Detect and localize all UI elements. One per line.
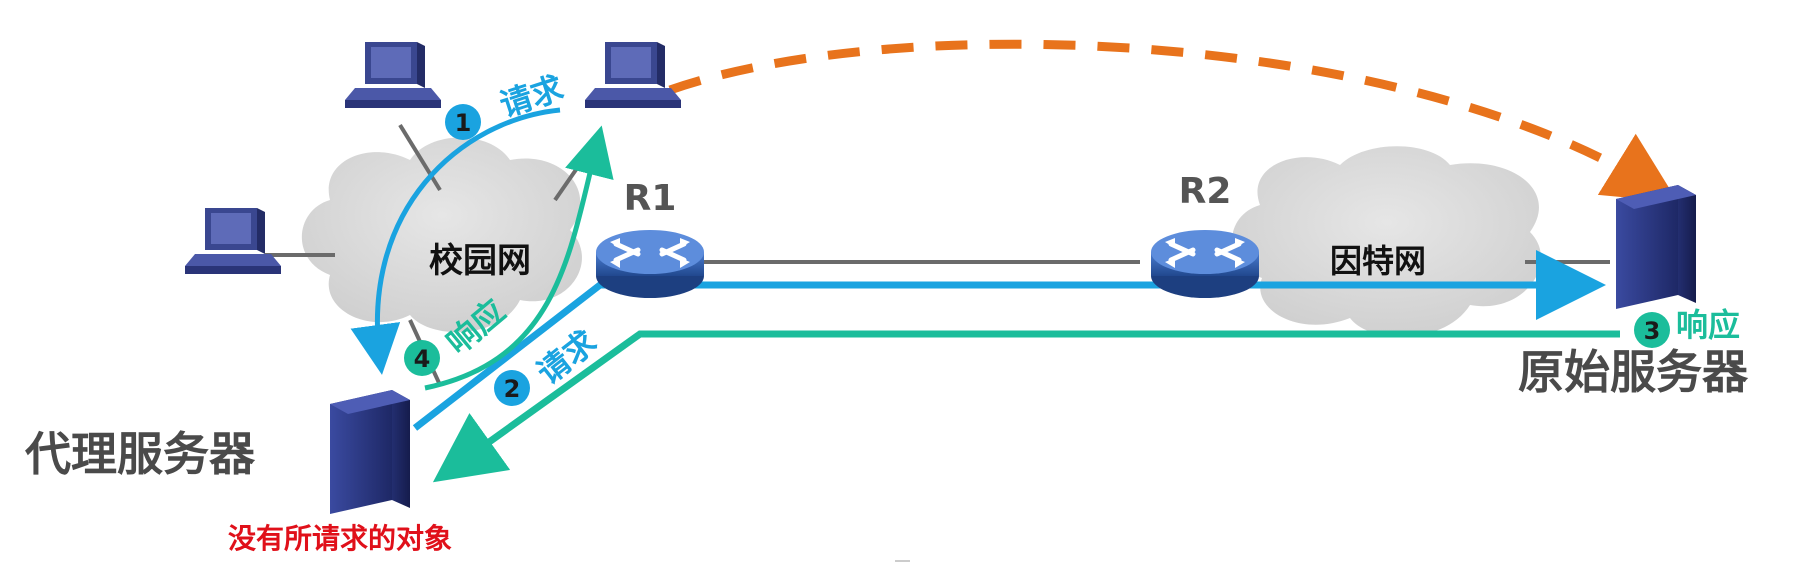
router-label-r2: R2	[1179, 171, 1232, 212]
router-caption: ROUTER	[625, 296, 676, 309]
proxy-note: 没有所请求的对象	[228, 522, 452, 555]
router-caption: ROUTER	[1180, 296, 1231, 309]
router-icon	[1151, 230, 1259, 298]
response-arrow-4	[424, 125, 614, 391]
step-number: 3	[1644, 317, 1661, 345]
step-number: 4	[414, 345, 431, 373]
step-label: 响应	[1676, 306, 1740, 344]
response-arrow-3	[432, 330, 1620, 483]
server-icon	[1616, 185, 1696, 309]
request-arrow-1	[350, 107, 561, 375]
pc-icon	[345, 42, 441, 108]
pc-icon	[185, 208, 281, 274]
origin-server-label: 原始服务器	[1518, 345, 1749, 399]
router-label-r1: R1	[624, 178, 677, 219]
internet-label: 因特网	[1330, 242, 1426, 280]
step-label: 请求	[495, 68, 568, 124]
pc-icon	[585, 42, 681, 108]
cloud-icon	[301, 137, 582, 333]
router-icon	[596, 230, 704, 298]
step-badge-1: 1 请求	[445, 68, 568, 140]
proxy-server-label: 代理服务器	[24, 427, 256, 481]
server-icon	[330, 390, 410, 514]
step-badge-2: 2 请求	[494, 323, 604, 406]
cloud-icon	[1232, 146, 1542, 337]
direct-request-arc	[668, 39, 1678, 203]
campus-network-label: 校园网	[429, 241, 531, 281]
step-number: 1	[455, 109, 472, 137]
step-badge-3: 3 响应	[1634, 306, 1740, 348]
step-number: 2	[504, 375, 521, 403]
request-arrow-2	[412, 250, 1606, 431]
